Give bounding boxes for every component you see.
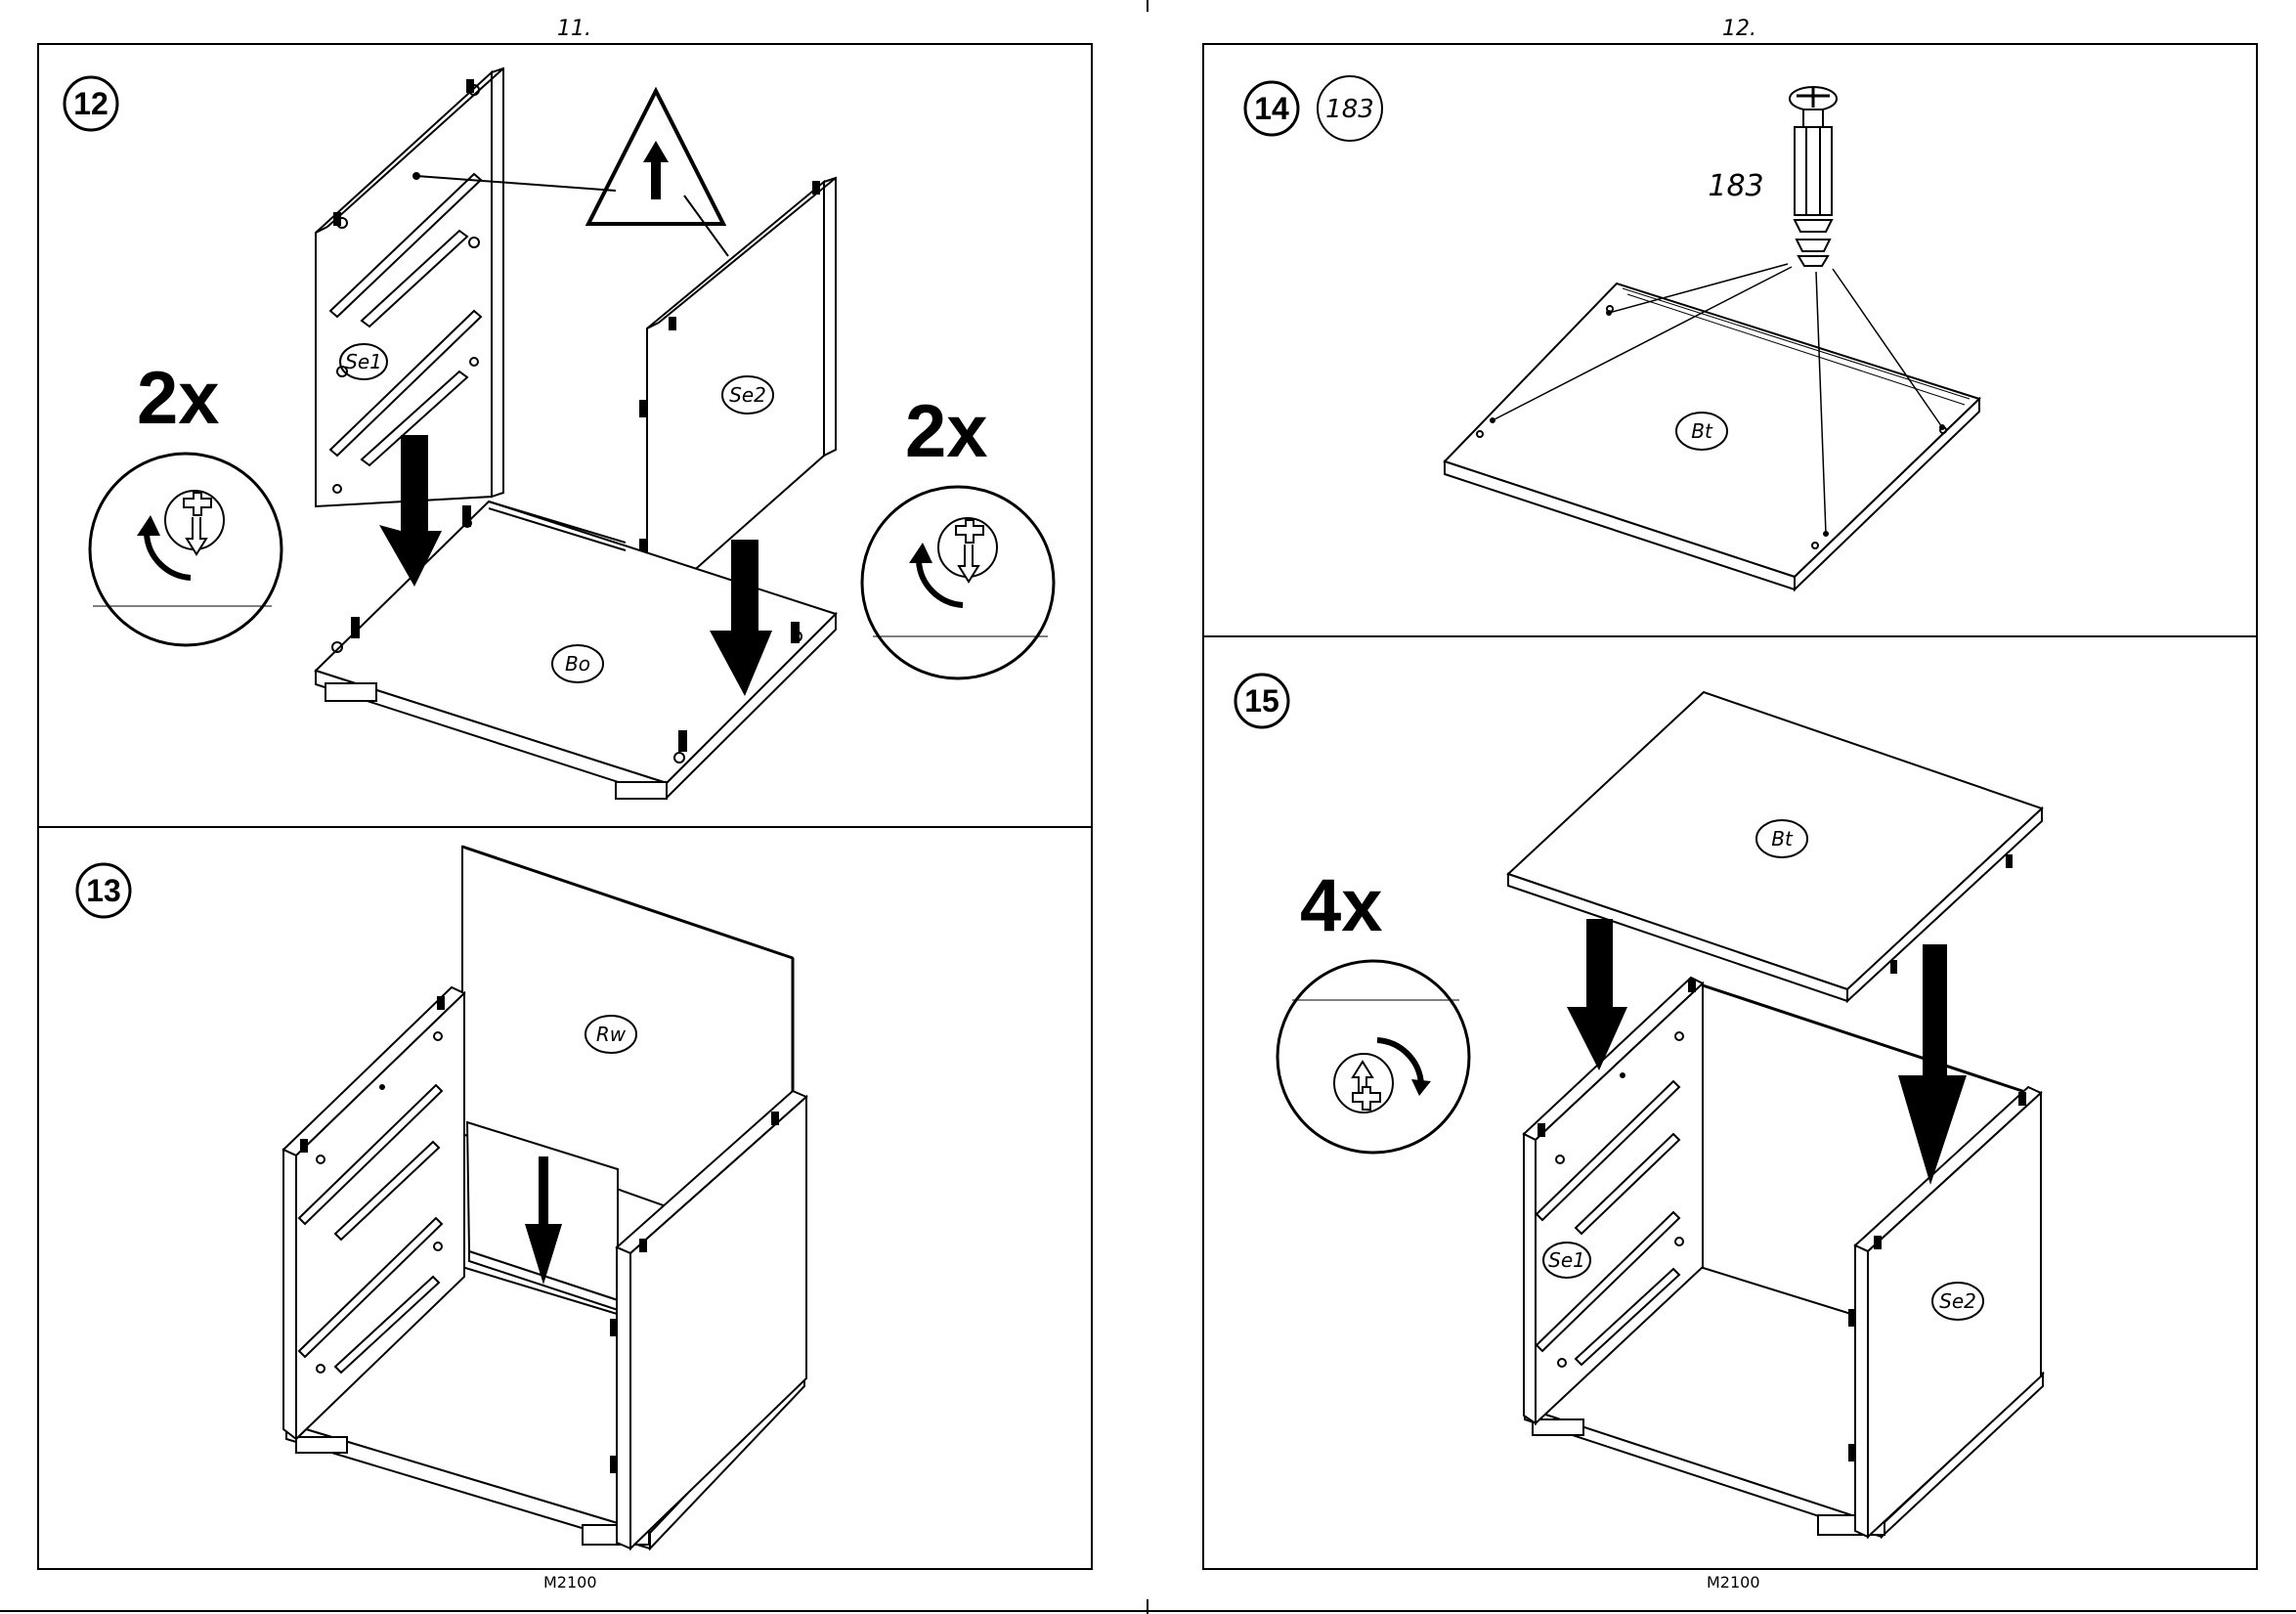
part-label: Se1 xyxy=(1548,1248,1585,1272)
part-label: Bt xyxy=(1771,827,1794,851)
page-number-right: 12. xyxy=(1722,17,1756,41)
dowel-183-icon: 183 xyxy=(1708,87,1837,266)
step-15: 15 4x Bt xyxy=(1235,675,2043,1537)
rotate-counterclockwise-icon xyxy=(862,487,1054,678)
part-label: Rw xyxy=(596,1023,627,1046)
part-label: 183 xyxy=(1708,169,1763,203)
quantity-label: 2x xyxy=(137,357,220,440)
footer-code-left: M2100 xyxy=(543,1573,597,1592)
quantity-label: 4x xyxy=(1300,864,1383,947)
part-label: Se1 xyxy=(345,350,382,373)
step-14: 14 183 183 xyxy=(1245,76,1979,589)
part-label: Bt xyxy=(1691,419,1713,443)
part-label: Bo xyxy=(565,652,590,676)
rotate-counterclockwise-icon xyxy=(90,454,282,645)
page-number-left: 11. xyxy=(557,17,591,41)
top-panel-bt: Bt xyxy=(1445,264,1979,589)
step-number: 12 xyxy=(73,86,108,121)
part-label: Se2 xyxy=(729,383,766,407)
step-number: 14 xyxy=(1254,91,1289,126)
step-number: 13 xyxy=(86,873,121,908)
rotate-clockwise-icon xyxy=(1278,961,1469,1153)
step-number: 15 xyxy=(1244,683,1279,719)
part-badge-label: 183 xyxy=(1325,95,1374,124)
part-label: Se2 xyxy=(1939,1289,1976,1313)
step-13: 13 Rw xyxy=(77,847,806,1549)
quantity-label: 2x xyxy=(905,390,988,473)
step-12: 12 Se1 xyxy=(65,68,1054,799)
footer-code-right: M2100 xyxy=(1707,1573,1760,1592)
